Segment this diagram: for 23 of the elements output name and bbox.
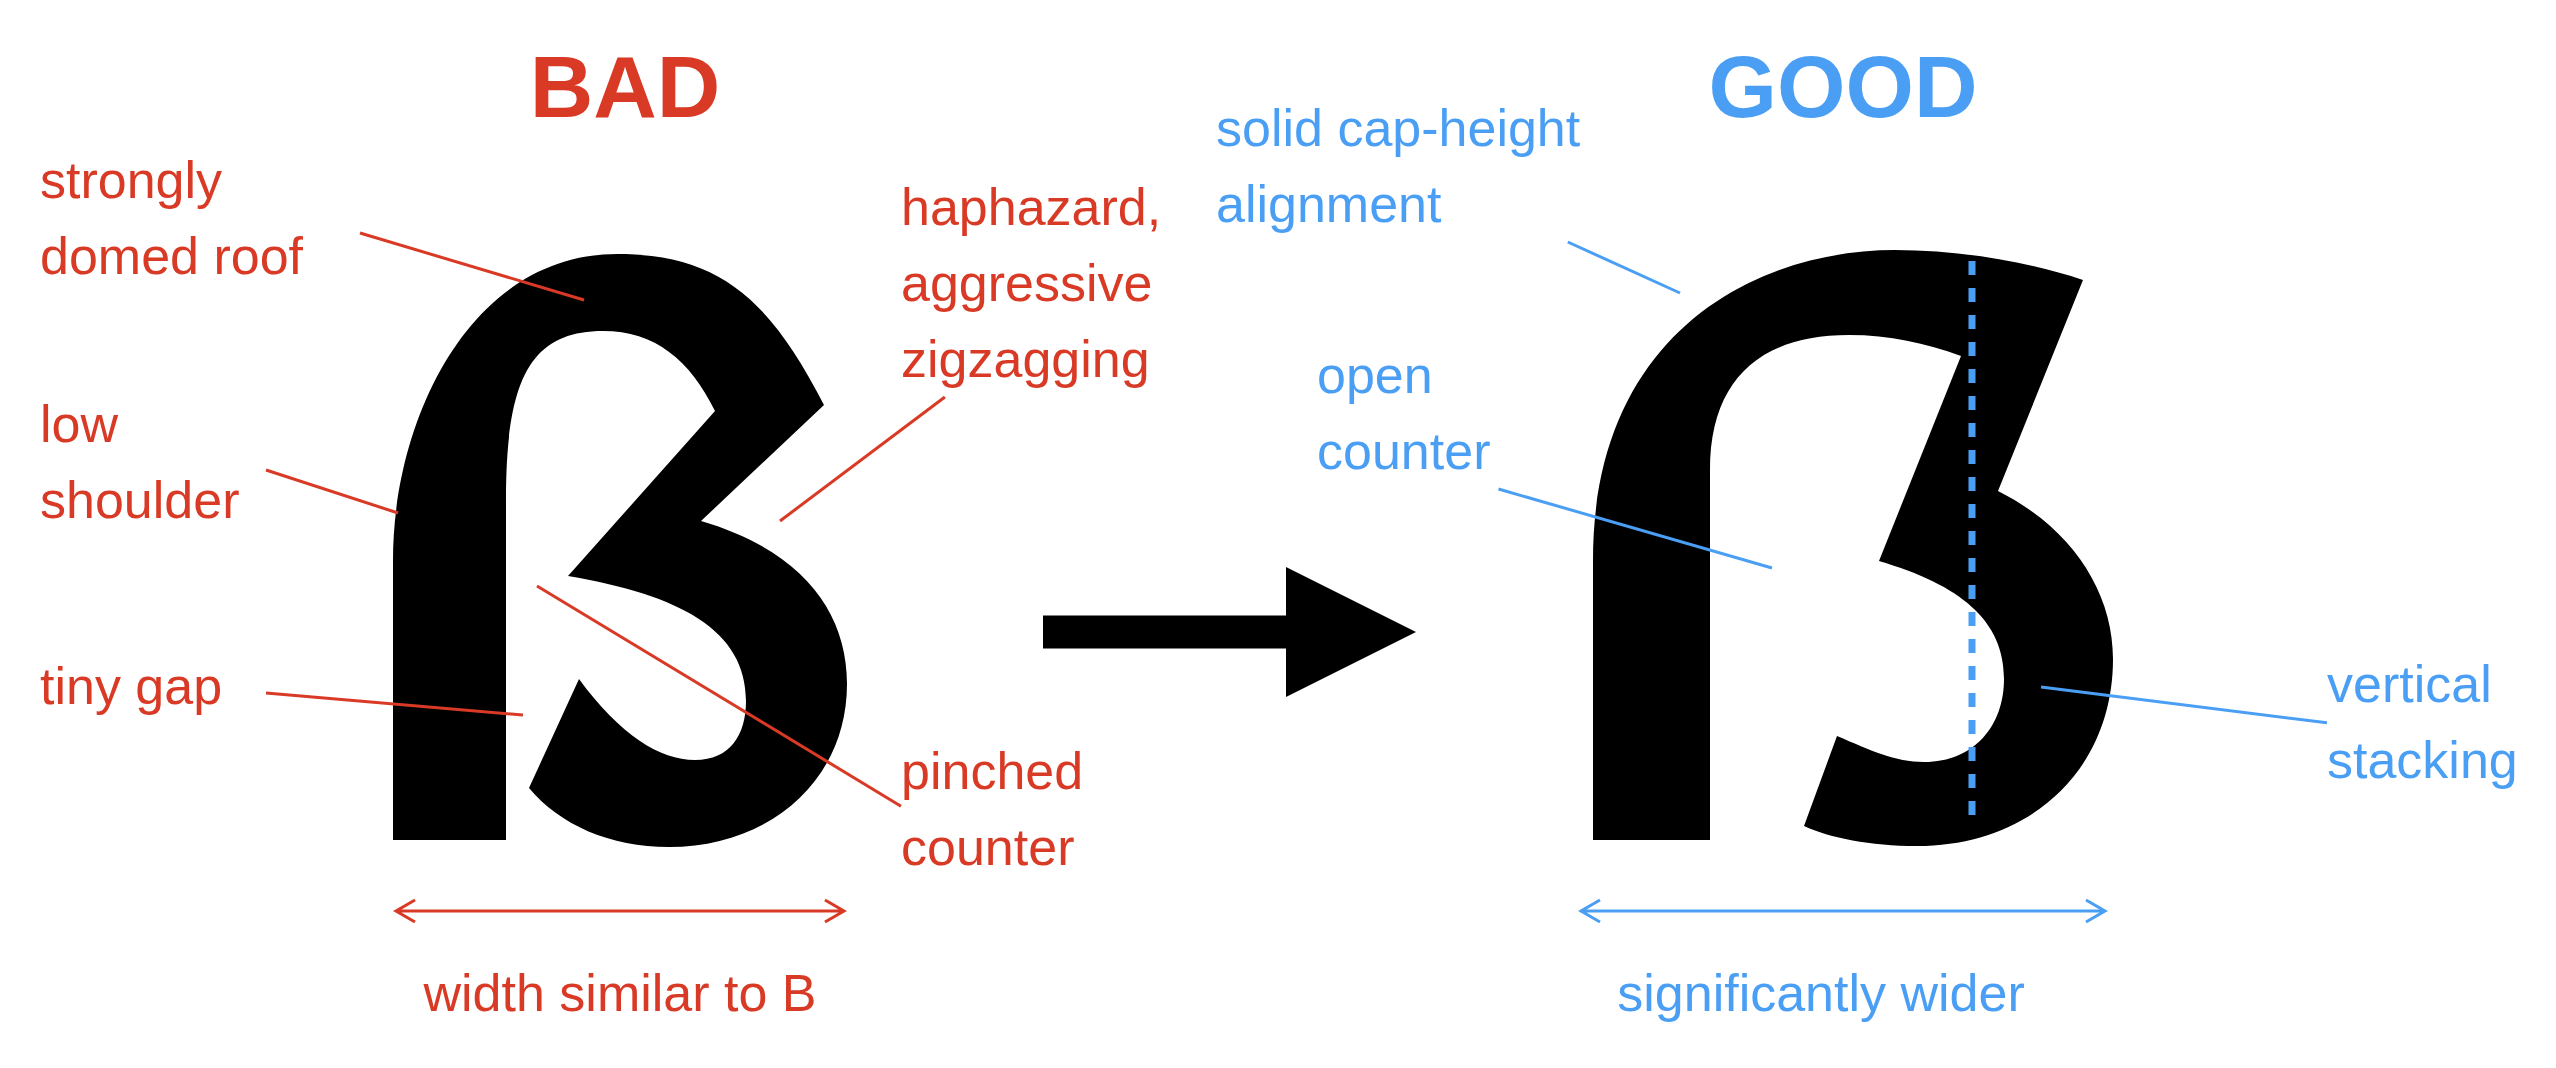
leader-line bbox=[359, 231, 585, 302]
arrow bbox=[1043, 567, 1416, 697]
leader-line bbox=[779, 395, 946, 523]
leader-line bbox=[1567, 240, 1681, 295]
callout-text: pinched counter bbox=[901, 733, 1161, 885]
leader-line bbox=[2040, 685, 2328, 725]
callout-text: haphazard, aggressive zigzagging bbox=[901, 169, 1191, 397]
leader-line bbox=[265, 691, 524, 717]
leader-line bbox=[1498, 487, 1773, 570]
callout-text: strongly domed roof bbox=[40, 142, 360, 294]
callout-text: solid cap-height alignment bbox=[1216, 90, 1616, 242]
callout-text: tiny gap bbox=[40, 648, 266, 724]
dimension-label: significantly wider bbox=[1617, 963, 2025, 1024]
dimension-label: width similar to B bbox=[423, 963, 817, 1024]
column-heading: GOOD bbox=[1708, 43, 1978, 131]
leader-line bbox=[265, 468, 399, 515]
callout-text: low shoulder bbox=[40, 386, 266, 538]
column-heading: BAD bbox=[529, 43, 721, 131]
callout-text: vertical stacking bbox=[2327, 646, 2552, 798]
sharp-s-glyph bbox=[393, 254, 847, 847]
leader-line bbox=[536, 584, 902, 808]
callout-text: open counter bbox=[1317, 337, 1567, 489]
sharp-s-glyph bbox=[1593, 250, 2113, 846]
